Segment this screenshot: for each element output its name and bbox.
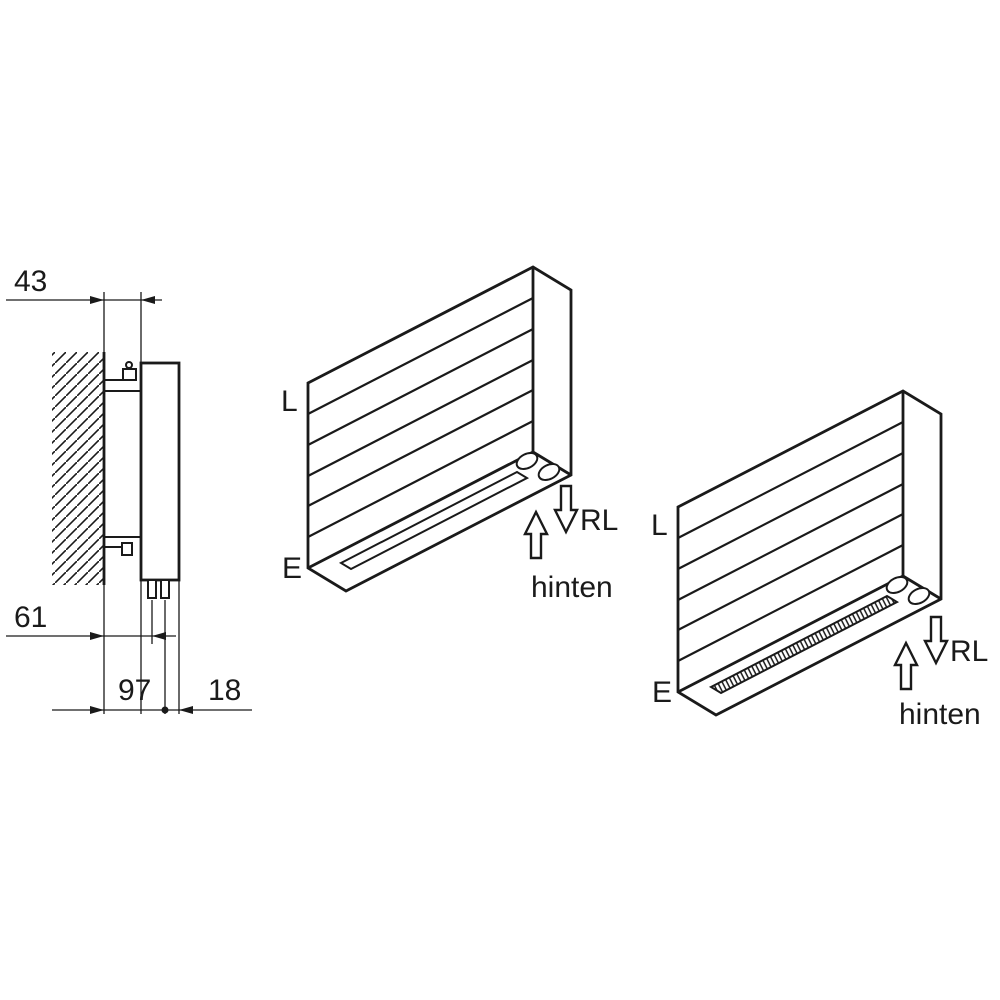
mounting-bracket-bottom: [104, 536, 141, 556]
label-RL: RL: [580, 504, 618, 537]
radiator-iso-plain: L E RL hinten: [281, 265, 618, 604]
dim-arrow-left-icon: [152, 632, 166, 640]
mounting-bracket-top: [104, 361, 141, 392]
label-RL: RL: [950, 635, 988, 668]
dim-arrow-left-icon: [179, 706, 193, 714]
wall-section: [52, 352, 106, 585]
panel-slats: [677, 421, 904, 662]
wall-hatching: [52, 352, 104, 585]
dim-arrow-right-icon: [90, 296, 104, 304]
dim-arrow-right-icon: [90, 632, 104, 640]
label-hinten: hinten: [531, 571, 613, 604]
radiator-iso-grille: L E RL hinten: [651, 389, 988, 731]
label-L: L: [281, 385, 298, 418]
dim-arrow-right-icon: [90, 706, 104, 714]
label-E: E: [652, 676, 672, 709]
dim-arrow-left-icon: [141, 296, 155, 304]
pipe-stubs: [147, 579, 170, 599]
dim-43-label: 43: [14, 265, 47, 298]
dim-18-label: 18: [208, 674, 241, 707]
pipe-axis-dot: [161, 706, 169, 714]
flow-up-arrow-icon: [893, 640, 919, 691]
panel-slats: [307, 297, 534, 538]
dimension-61: 61: [6, 601, 176, 640]
dim-61-label: 61: [14, 601, 47, 634]
label-hinten: hinten: [899, 698, 981, 731]
flow-up-arrow-icon: [523, 509, 549, 560]
label-L: L: [651, 509, 668, 542]
dimension-43: 43: [6, 265, 162, 304]
return-down-arrow-icon: [923, 615, 949, 666]
pipe-connection-ports: [885, 576, 931, 605]
bottom-vent-grille: [708, 594, 900, 695]
return-down-arrow-icon: [553, 484, 579, 535]
bottom-slot: [338, 470, 530, 571]
radiator-side-view: [139, 361, 181, 582]
label-E: E: [282, 552, 302, 585]
dim-97-label: 97: [118, 674, 151, 707]
extension-lines: [103, 292, 180, 714]
dimension-97-18: 97 18: [52, 674, 252, 714]
pipe-connection-ports: [515, 452, 561, 481]
